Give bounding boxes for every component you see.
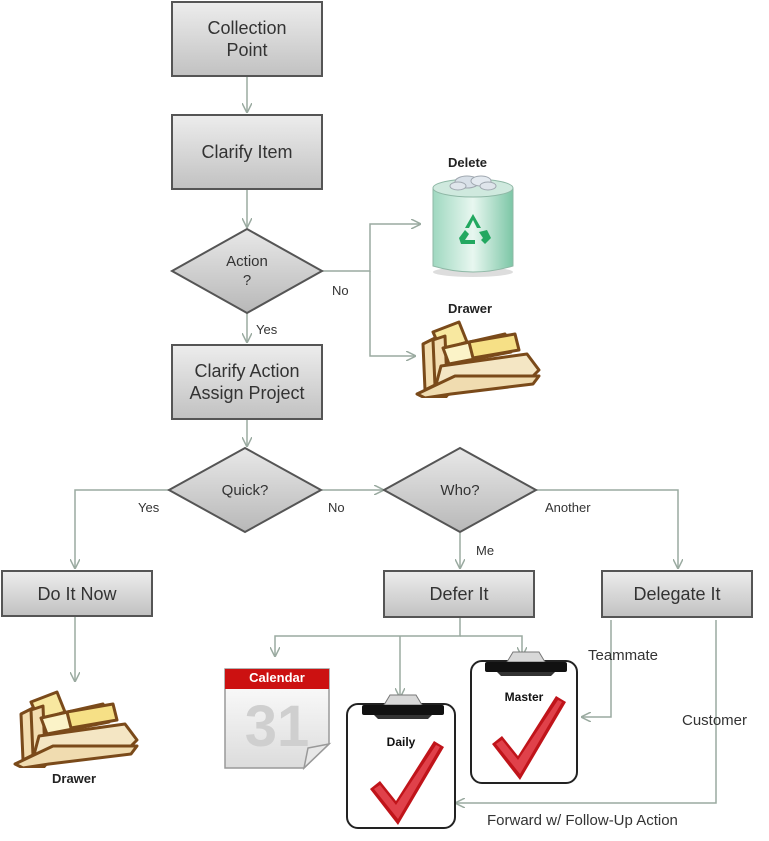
- quick-decision-label: Quick?: [221, 482, 269, 499]
- clarify-item-box: Clarify Item: [171, 114, 323, 190]
- daily-label: Daily: [386, 735, 416, 749]
- defer-it-box: Defer It: [383, 570, 535, 618]
- action-decision-label: Action ?: [207, 252, 287, 290]
- clarify-action-line1: Clarify Action: [194, 361, 300, 381]
- drawer-icon: [415, 320, 541, 398]
- do-it-now-box: Do It Now: [1, 570, 153, 617]
- edge-who-another: [536, 489, 678, 568]
- who-decision-label: Who?: [440, 482, 480, 499]
- master-label: Master: [504, 690, 544, 704]
- checkmark-icon: [492, 696, 566, 780]
- calendar-page-icon: [224, 668, 332, 770]
- action-decision-line1: Action: [226, 253, 268, 270]
- edge-customer: [456, 620, 717, 803]
- action-decision-line2: ?: [242, 272, 252, 289]
- quick-decision-diamond: [166, 446, 324, 534]
- quick-no-label: No: [328, 500, 345, 515]
- clarify-action-line2: Assign Project: [189, 383, 305, 403]
- edge-quick-yes: [75, 489, 170, 568]
- edge-action-no-to-drawer: [369, 271, 415, 356]
- forward-label: Forward w/ Follow-Up Action: [487, 812, 678, 829]
- clip-icon: [485, 651, 567, 676]
- delete-label: Delete: [448, 155, 488, 170]
- edge-action-no-to-delete: [322, 224, 420, 272]
- calendar-label: Calendar: [249, 670, 305, 685]
- edge-defer-to-master: [460, 635, 522, 656]
- collection-point-line2: Point: [226, 40, 268, 60]
- action-no-label: No: [332, 283, 349, 298]
- drawer-icon: [13, 690, 139, 768]
- delegate-it-label: Delegate It: [633, 584, 721, 604]
- delegate-it-box: Delegate It: [601, 570, 753, 618]
- edge-defer-split: [275, 618, 461, 656]
- calendar-icon: Calendar 31: [222, 666, 332, 770]
- calendar-day: 31: [244, 694, 310, 759]
- who-me-label: Me: [476, 543, 495, 558]
- customer-label: Customer: [682, 712, 748, 729]
- drawer-top-label: Drawer: [448, 301, 493, 316]
- collection-point-line1: Collection: [207, 18, 287, 38]
- clip-icon: [362, 694, 444, 719]
- defer-it-label: Defer It: [429, 584, 489, 604]
- action-yes-label: Yes: [256, 322, 278, 337]
- teammate-label: Teammate: [588, 647, 659, 664]
- drawer-bottom-label: Drawer: [52, 771, 97, 786]
- do-it-now-label: Do It Now: [37, 583, 117, 604]
- action-decision-diamond: [169, 227, 325, 315]
- master-list-card: Master: [470, 651, 578, 784]
- daily-list-card: Daily: [346, 694, 456, 829]
- recycle-bin-icon: [432, 175, 514, 277]
- who-another-label: Another: [545, 500, 591, 515]
- who-decision-diamond: [381, 446, 539, 534]
- edge-teammate: [582, 620, 612, 717]
- quick-yes-label: Yes: [138, 500, 160, 515]
- checkmark-icon: [370, 741, 444, 825]
- clarify-item-label: Clarify Item: [201, 142, 293, 162]
